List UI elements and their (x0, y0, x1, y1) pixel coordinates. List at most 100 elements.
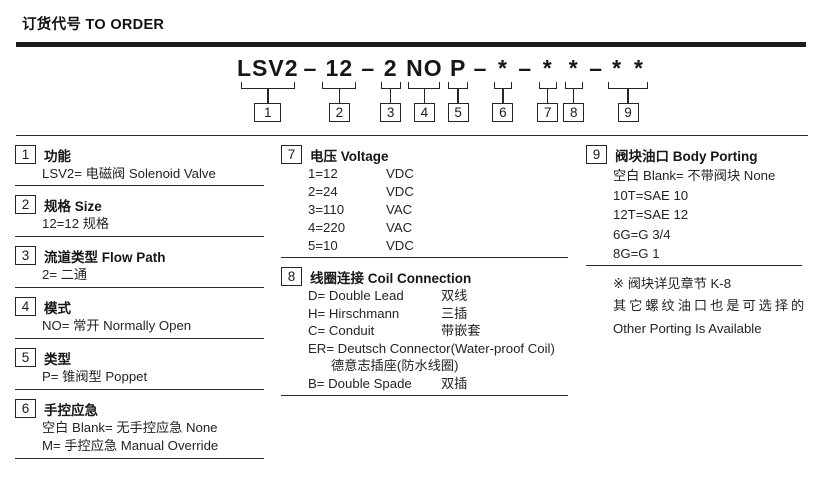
voltage-code: 4=220 (308, 220, 346, 235)
connector-stem (338, 89, 341, 103)
code-segment-voltage: * (542, 55, 553, 81)
code-segment-override: * (497, 55, 508, 81)
voltage-code: 5=10 (308, 238, 338, 253)
page-title: 订货代号 TO ORDER (22, 17, 165, 33)
code-key-number: 2 (335, 105, 344, 120)
code-segment-coil: * (568, 55, 579, 81)
section-flow-path: 3 流道类型 Flow Path 2= 二通 (15, 237, 264, 288)
column-left: 1 功能 LSV2= 电磁阀 Solenoid Valve 2 规格 Size … (15, 145, 264, 459)
code-group-9: * * 9 (608, 56, 649, 122)
section-number: 3 (21, 248, 30, 263)
code-group-3: 2 3 (380, 55, 402, 122)
section-line: 8G=G 1 (613, 246, 660, 261)
section-number: 1 (21, 147, 30, 162)
voltage-unit: VDC (386, 166, 414, 181)
section-number-box: 1 (15, 145, 36, 164)
code-key-number: 6 (499, 105, 507, 120)
section-title: 手控应急 (44, 402, 98, 418)
connector-stem (267, 89, 269, 103)
coil-row: ER= Deutsch Connector(Water-proof Coil) (308, 340, 568, 358)
code-group-7: * 7 (537, 55, 559, 122)
coil-option: ER= Deutsch Connector(Water-proof Coil) (308, 340, 555, 356)
section-line: M= 手控应急 Manual Override (42, 438, 219, 453)
porting-note: ※ 阀块详见章节 K-8 其它螺纹油口也是可选择的 Other Porting … (613, 273, 808, 341)
code-key-number: 8 (569, 105, 578, 120)
code-key-number: 9 (624, 105, 632, 120)
section-line: 空白 Blank= 不带阀块 None (613, 168, 776, 183)
connector-stem (572, 89, 575, 103)
connector-stem (457, 89, 459, 103)
connector-bracket (408, 82, 441, 89)
code-group-4: NO 4 (406, 56, 443, 122)
code-group-2: 12 2 (322, 56, 357, 122)
code-dash: – (518, 55, 533, 81)
connector-bracket (608, 82, 649, 89)
coil-option: D= Double Lead (308, 288, 404, 303)
code-key-number: 5 (454, 105, 462, 120)
code-key-number: 1 (264, 105, 272, 120)
section-number: 8 (287, 269, 296, 284)
diagram-separator-rule (16, 135, 808, 136)
section-number-box: 4 (15, 297, 36, 316)
section-number: 9 (592, 147, 601, 162)
section-title: 功能 (44, 148, 71, 164)
code-key-box-2: 2 (328, 103, 350, 122)
voltage-code: 1=12 (308, 166, 338, 181)
column-right: 9 阀块油口 Body Porting 空白 Blank= 不带阀块 None … (586, 145, 808, 341)
section-title: 线圈连接 Coil Connection (310, 270, 472, 286)
code-key-box-8: 8 (563, 103, 585, 122)
code-key-box-3: 3 (380, 103, 402, 122)
connector-bracket (564, 82, 583, 89)
code-key-box-4: 4 (413, 103, 435, 122)
header-thick-rule (16, 42, 806, 47)
code-segment-type: P (449, 55, 467, 81)
connector-stem (627, 89, 629, 103)
coil-option-cn: 带嵌套 (441, 323, 481, 338)
voltage-unit: VDC (386, 238, 414, 253)
connector-bracket (380, 82, 401, 89)
connector-stem (502, 89, 504, 103)
code-segment-porting: * * (612, 56, 644, 80)
connector-stem (423, 89, 426, 103)
coil-option-cn: 双线 (441, 288, 468, 303)
voltage-unit: VAC (386, 220, 413, 235)
section-line: P= 锥阀型 Poppet (42, 369, 148, 384)
code-dash: – (303, 55, 318, 81)
code-dash: – (473, 55, 488, 81)
section-title: 类型 (44, 351, 71, 367)
code-key-number: 3 (386, 105, 395, 120)
code-group-1: LSV2 1 (237, 56, 299, 122)
section-number: 4 (21, 299, 30, 314)
section-title: 流道类型 Flow Path (44, 249, 166, 265)
coil-option: B= Double Spade (308, 375, 412, 391)
note-line: 其它螺纹油口也是可选择的 (613, 298, 808, 313)
code-star: * (612, 55, 623, 81)
code-segment-mode: NO (406, 55, 443, 81)
section-body-porting: 9 阀块油口 Body Porting 空白 Blank= 不带阀块 None … (586, 145, 802, 266)
section-line: 6G=G 3/4 (613, 226, 671, 242)
section-title: 规格 Size (44, 198, 102, 214)
section-number: 5 (21, 350, 30, 365)
coil-option-cn: 三插 (441, 305, 468, 321)
section-line: 空白 Blank= 无手控应急 None (42, 420, 218, 435)
note-line: ※ 阀块详见章节 K-8 (613, 275, 732, 291)
section-title: 阀块油口 Body Porting (615, 148, 758, 164)
coil-row: D= Double Lead 双线 (308, 287, 568, 305)
voltage-row: 1=12 VDC (308, 165, 568, 183)
code-group-5: P 5 (447, 55, 469, 122)
section-mode: 4 模式 NO= 常开 Normally Open (15, 288, 264, 339)
section-type: 5 类型 P= 锥阀型 Poppet (15, 339, 264, 390)
coil-row: 德意志插座(防水线圈) (308, 357, 568, 375)
section-number-box: 7 (281, 145, 302, 164)
code-key-box-1: 1 (254, 103, 282, 122)
code-segment-flow-path: 2 (383, 55, 398, 81)
voltage-code: 2=24 (308, 184, 338, 199)
section-title: 电压 Voltage (310, 148, 389, 164)
